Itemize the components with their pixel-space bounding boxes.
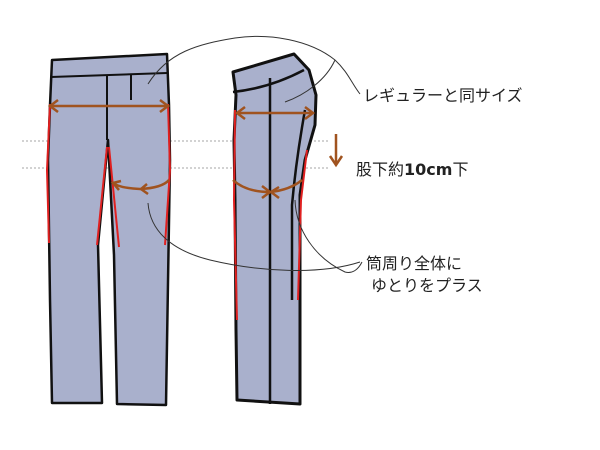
crotch-lower-label: 股下約10cm下 (356, 160, 468, 179)
front-ease-outer-right (164, 103, 172, 246)
ease-label-line1: 筒周り全体に (366, 254, 463, 273)
down-arrow-icon (328, 134, 344, 168)
crotch-suffix-text: 下 (452, 160, 469, 179)
double-arrow-icon (261, 185, 280, 199)
side-ease-front (232, 109, 238, 321)
side-ease-back (297, 149, 308, 301)
crotch-amount-text: 10cm (404, 160, 453, 179)
front-ease-inner-right (108, 146, 120, 248)
same-size-label: レギュラーと同サイズ (363, 86, 523, 105)
double-arrow-icon (234, 106, 316, 120)
double-arrow-icon (47, 99, 171, 113)
callout-line-top (147, 35, 361, 103)
crotch-prefix-text: 股下約 (356, 160, 405, 179)
double-arrow-icon (110, 179, 149, 196)
side-back-curve (290, 109, 307, 300)
front-ease-inner-left (96, 146, 108, 246)
front-pants (45, 52, 172, 407)
side-pants-body (231, 52, 318, 406)
callout-line-bottom (147, 199, 363, 273)
front-waistband-line (50, 72, 168, 78)
ease-label-line2: ゆとりをプラス (371, 276, 483, 295)
front-ease-outer-left (45, 103, 51, 244)
side-pants (231, 52, 318, 406)
